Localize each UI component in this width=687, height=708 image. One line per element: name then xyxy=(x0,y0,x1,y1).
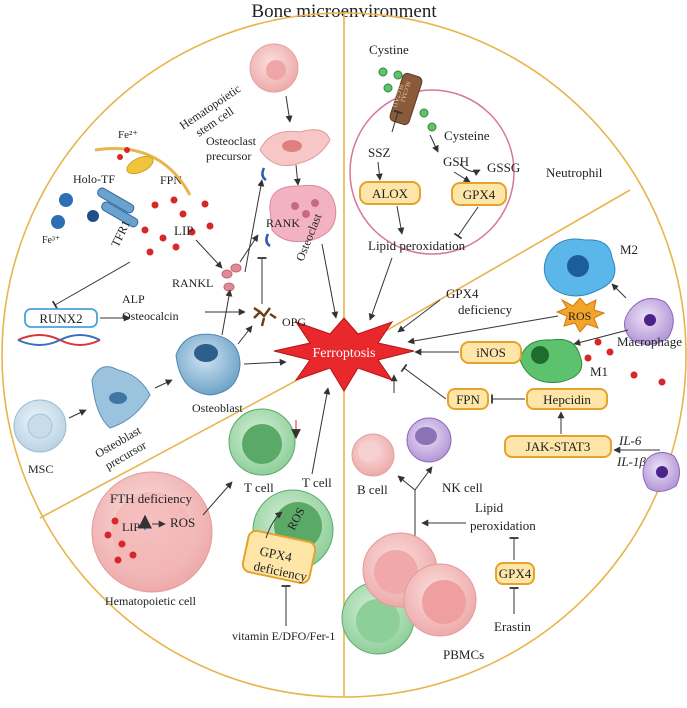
membrane-curve xyxy=(94,147,192,196)
ferroptosis-burst xyxy=(273,317,415,392)
macrophage-label: Macrophage xyxy=(617,334,682,349)
lipid-peroxidation-pbmc-label-1: Lipid xyxy=(475,500,504,515)
tfr1-receptor xyxy=(97,187,135,214)
rankl-molecules xyxy=(221,263,242,292)
runx2-box xyxy=(24,308,98,328)
gpx4-pbmc-box xyxy=(495,562,535,585)
erastin-label: Erastin xyxy=(494,619,531,634)
osteoclast-precursor-nucleus xyxy=(282,140,302,152)
fe3-ion xyxy=(59,193,73,207)
nk-cell-label: NK cell xyxy=(442,480,483,495)
opg-label: OPG xyxy=(282,315,306,329)
vitamin-label: vitamin E/DFO/Fer-1 xyxy=(232,629,335,643)
rankl-label: RANKL xyxy=(172,276,213,290)
alp-label: ALP xyxy=(122,292,145,306)
fth-deficiency-label: FTH deficiency xyxy=(110,491,192,506)
m1-macrophage xyxy=(519,338,583,384)
fe3-label: Fe³⁺ xyxy=(42,235,60,246)
m1-label: M1 xyxy=(590,364,608,379)
osteocalcin-label: Osteocalcin xyxy=(122,309,179,323)
tfr1-label: TFR1 xyxy=(108,218,133,249)
il6-label: IL-6 xyxy=(618,433,642,448)
ros-hema-label: ROS xyxy=(170,515,195,530)
runx2-label: RUNX2 xyxy=(39,311,82,326)
alox-label: ALOX xyxy=(372,186,409,201)
cystine-dots xyxy=(378,67,403,93)
m2-label: M2 xyxy=(620,242,638,257)
lip-label: LIP xyxy=(174,223,194,238)
cysteine-dots xyxy=(419,108,437,132)
gpx4-deficiency-mac-label-1: GPX4 xyxy=(446,286,479,301)
gpx4-neutrophil-label: GPX4 xyxy=(463,187,496,202)
lipid-peroxidation-pbmc-label-2: peroxidation xyxy=(470,518,536,533)
t-cell-mid-label: T cell xyxy=(244,480,274,495)
rank-label: RANK xyxy=(266,216,300,230)
holo-tf-label: Holo-TF xyxy=(73,172,115,186)
cystine-label: Cystine xyxy=(369,42,409,57)
iron-dots-hematopoietic xyxy=(104,517,137,564)
cysteine-label: Cysteine xyxy=(444,128,490,143)
hematopoietic-cell-label: Hematopoietic cell xyxy=(105,594,197,608)
msc-label: MSC xyxy=(28,462,53,476)
hepcidin-box xyxy=(526,388,608,410)
hsc-nucleus xyxy=(266,60,286,80)
jak-stat3-label: JAK-STAT3 xyxy=(526,439,591,454)
gpx4-neutrophil-box xyxy=(451,182,507,206)
lipid-peroxidation-label: Lipid peroxidation xyxy=(368,238,466,253)
fpn-macrophage-label: FPN xyxy=(456,392,480,407)
hepcidin-label: Hepcidin xyxy=(543,392,591,407)
ros-burst-macrophage xyxy=(555,297,606,333)
ferroptosis-label: Ferroptosis xyxy=(313,346,376,361)
il1b-label: IL-1β xyxy=(616,454,646,469)
inos-label: iNOS xyxy=(476,345,506,360)
osteoclast-precursor-label-1: Osteoclast xyxy=(206,134,257,148)
t-cell-right-label: T cell xyxy=(302,475,332,490)
gpx4-deficiency-t-box xyxy=(241,529,317,585)
gpx4-deficiency-mac-label-2: deficiency xyxy=(458,302,513,317)
ros-macrophage-label: ROS xyxy=(568,309,591,323)
osteoclast-precursor-label-2: precursor xyxy=(206,149,251,163)
gpx4-pbmc-label: GPX4 xyxy=(499,566,532,581)
jak-stat3-box xyxy=(504,435,612,458)
osteoblast-cell xyxy=(175,333,241,396)
gssg-label: GSSG xyxy=(487,160,520,175)
fe2-label: Fe²⁺ xyxy=(118,129,138,141)
fpn-transporter xyxy=(126,155,154,175)
gsh-label: GSH xyxy=(443,154,469,169)
gpx4-deficiency-t-label-1: GPX4 xyxy=(258,543,293,565)
opg-molecule xyxy=(253,306,277,327)
ssz-label: SSZ xyxy=(368,145,390,160)
pbmcs-label: PBMCs xyxy=(443,647,484,662)
lip-hema-label: LIP xyxy=(122,520,140,534)
iron-dots-lip xyxy=(117,147,214,256)
fpn-macrophage-box xyxy=(447,388,489,410)
neutrophil-label: Neutrophil xyxy=(546,165,603,180)
b-cell-label: B cell xyxy=(357,482,388,497)
osteoblast-label: Osteoblast xyxy=(192,401,243,415)
inos-box xyxy=(460,341,522,364)
neutrophil-membrane xyxy=(349,89,515,255)
alox-box xyxy=(359,181,421,205)
